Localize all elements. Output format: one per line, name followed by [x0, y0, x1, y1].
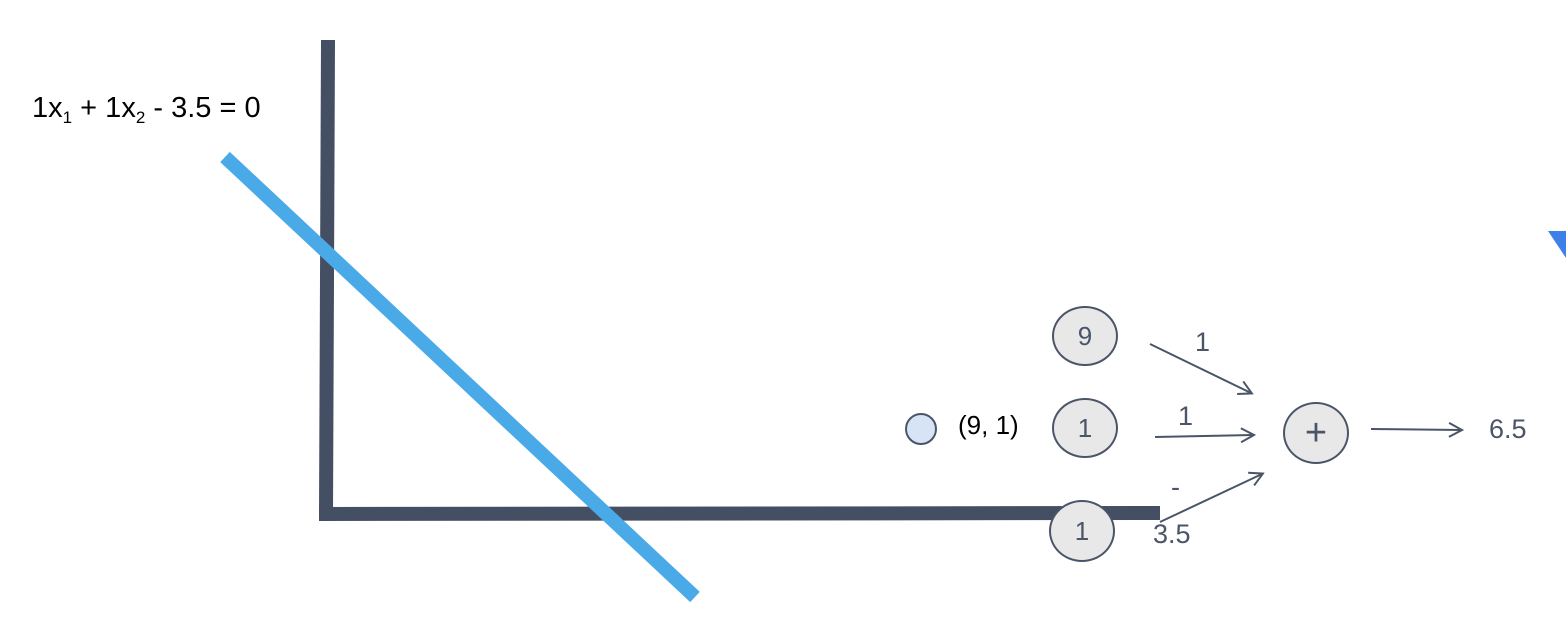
equation-sub2: 2 [135, 108, 146, 127]
equation-coef1: 1 [32, 92, 49, 124]
weight-label-1: 1 [1195, 327, 1211, 357]
equation-equals: = [219, 92, 237, 124]
weight-label-3-value: 3.5 [1153, 519, 1191, 549]
arrow-input-1 [1149, 343, 1251, 393]
input-node-2: 1 [1052, 398, 1118, 458]
decision-boundary-line [220, 151, 700, 603]
weight-label-3-sign: - [1171, 472, 1180, 502]
equation-var2: x [121, 92, 136, 124]
point-label: (9, 1) [958, 410, 1019, 440]
input-node-1: 9 [1052, 306, 1118, 366]
arrow-input-2 [1154, 435, 1253, 437]
data-point [905, 413, 937, 445]
weight-label-2: 1 [1178, 401, 1194, 431]
equation-var1: x [48, 92, 63, 124]
output-value: 6.5 [1489, 414, 1527, 444]
input-node-3: 1 [1049, 500, 1115, 562]
equation-constant: 3.5 [171, 92, 212, 124]
sum-node: + [1283, 402, 1349, 464]
equation-coef2: 1 [105, 92, 122, 124]
x-axis [318, 506, 1161, 521]
arrow-output [1370, 429, 1461, 430]
equation-op2: - [153, 92, 164, 124]
y-axis [319, 39, 335, 516]
equation-rhs: 0 [244, 92, 261, 124]
accent-triangle [1548, 231, 1566, 258]
equation-sub1: 1 [62, 108, 73, 127]
boundary-equation: 1x1 + 1x2 - 3.5 = 0 [32, 92, 261, 127]
arrow-input-3 [1159, 474, 1262, 523]
equation-op1: + [80, 92, 98, 124]
